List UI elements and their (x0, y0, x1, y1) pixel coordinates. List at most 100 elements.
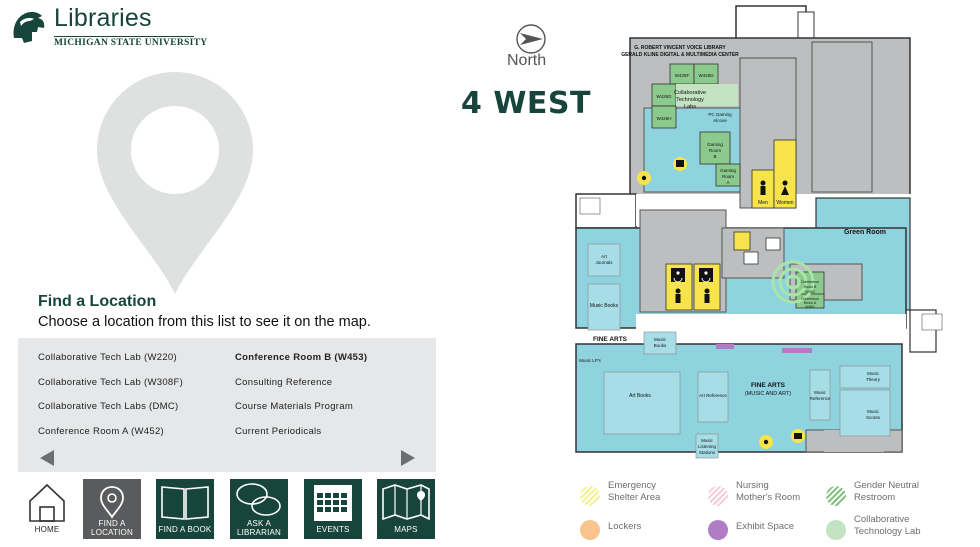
legend-label-line2: Shelter Area (608, 492, 661, 503)
find-a-book-button[interactable]: FIND A BOOK (156, 479, 214, 539)
university-name: MICHIGAN STATE UNIVERSITY (54, 38, 208, 48)
music-books-label: Music Books (590, 303, 619, 309)
spartan-helmet-icon (13, 12, 45, 43)
music-theory-2: Theory (866, 377, 881, 382)
conf-b-2: Room B (804, 285, 817, 289)
ask-a-librarian-label: ASK A LIBRARIAN (236, 519, 282, 537)
fine-arts-music-2: (MUSIC AND ART) (745, 391, 792, 397)
gaming-b-2: Room (709, 148, 721, 153)
folded-map-icon (377, 479, 435, 539)
next-page-arrow-icon[interactable] (401, 450, 415, 466)
find-location-label: FIND A LOCATION (91, 519, 133, 537)
gaming-a-1: Gaming (720, 168, 736, 173)
floor-map[interactable]: G. ROBERT VINCENT VOICE LIBRARY GERALD K… (540, 2, 970, 472)
men-label: Men (758, 200, 768, 206)
location-pin-icon (97, 72, 253, 294)
location-item[interactable]: Course Materials Program (235, 401, 354, 412)
ctl-label-3: Labs (684, 104, 696, 110)
art-journals-1: Art (601, 254, 608, 259)
north-compass-icon (516, 24, 546, 54)
map-header-line1: G. ROBERT VINCENT VOICE LIBRARY (634, 45, 726, 51)
fine-arts-label: FINE ARTS (593, 336, 628, 343)
home-icon (29, 483, 65, 522)
music-reference-2: Reference (810, 396, 831, 401)
previous-page-arrow-icon[interactable] (40, 450, 54, 466)
location-item[interactable]: Collaborative Tech Lab (W308F) (38, 377, 184, 388)
listening-3: Stations (699, 450, 716, 455)
location-item[interactable]: Consulting Reference (235, 377, 333, 388)
collab-tech-lab-swatch-icon (826, 520, 846, 540)
location-item-selected[interactable]: Conference Room B (W453) (235, 352, 368, 363)
maps-label: MAPS (394, 525, 418, 534)
legend-label-line1: Gender Neutral (854, 480, 919, 491)
gaming-b-3: B (713, 154, 716, 159)
conf-b-1: Conference (801, 280, 819, 284)
north-label: North (507, 52, 547, 69)
music-lps-label: Music LP's (579, 358, 601, 363)
logo-divider (54, 36, 194, 37)
gender-neutral-swatch-icon (826, 486, 846, 506)
home-button[interactable]: HOME (18, 479, 76, 539)
gaming-b-1: Gaming (707, 142, 723, 147)
exhibit-space-swatch-icon (708, 520, 728, 540)
green-room-label: Green Room (844, 229, 886, 236)
legend-label-line1: Collaborative (854, 514, 910, 525)
legend-label: Exhibit Space (736, 521, 795, 532)
music-theory-1: Music (867, 371, 880, 376)
conf-b-3: W453 (805, 290, 814, 294)
find-location-pin-icon (83, 479, 141, 539)
find-a-book-label: FIND A BOOK (158, 525, 212, 534)
find-location-button[interactable]: FIND A LOCATION (83, 479, 141, 539)
conf-a-1: Conference (801, 297, 819, 301)
art-reference-label: Art Reference (699, 393, 727, 398)
location-item[interactable]: Collaborative Tech Lab (W220) (38, 352, 177, 363)
music-scores-2: Scores (866, 415, 881, 420)
art-journals-2: Journals (595, 260, 613, 265)
music-reference-1: Music (814, 390, 827, 395)
pc-gaming-1: PC Gaming (708, 112, 732, 117)
room-w426g: W426G (656, 94, 672, 99)
gaming-a-2: Room (722, 174, 734, 179)
fine-arts-music-1: FINE ARTS (751, 382, 786, 389)
legend-label-line1: Emergency (608, 480, 657, 491)
legend-label-line1: Nursing (736, 480, 769, 491)
legend-label-line2: Technology Lab (854, 526, 921, 537)
art-books-label: Art Books (629, 393, 651, 399)
ctl-label-1: Collaborative (674, 90, 706, 96)
room-w426h: W426H (656, 116, 671, 121)
map-header-line2: GERALD KLINE DIGITAL & MULTIMEDIA CENTER (621, 52, 739, 58)
chat-bubbles-icon (230, 479, 288, 539)
room-w426f: W426F (675, 73, 690, 78)
listening-1: Music (701, 438, 714, 443)
ask-a-librarian-button[interactable]: ASK A LIBRARIAN (230, 479, 288, 539)
music-books-small-1: Music (654, 337, 667, 342)
women-label: Women (776, 200, 793, 206)
location-item[interactable]: Conference Room A (W452) (38, 426, 165, 437)
conf-a-2: Room A (804, 301, 817, 305)
location-list: Collaborative Tech Lab (W220) Collaborat… (18, 338, 436, 472)
lockers-swatch-icon (580, 520, 600, 540)
legend-label-line2: Mother's Room (736, 492, 801, 503)
library-title: Libraries (54, 4, 152, 32)
book-icon (156, 479, 214, 539)
room-w426d: W426D (698, 73, 714, 78)
msu-libraries-logo[interactable]: Libraries MICHIGAN STATE UNIVERSITY (8, 4, 208, 48)
maps-button[interactable]: MAPS (377, 479, 435, 539)
home-label: HOME (34, 525, 60, 534)
find-location-instructions: Choose a location from this list to see … (38, 314, 371, 330)
calendar-icon (304, 479, 362, 539)
listening-2: Listening (698, 444, 717, 449)
location-item[interactable]: Collaborative Tech Labs (DMC) (38, 401, 179, 412)
events-label: EVENTS (316, 525, 350, 534)
legend-label-line2: Restroom (854, 492, 896, 503)
music-scores-1: Music (867, 409, 880, 414)
location-item[interactable]: Current Periodicals (235, 426, 322, 437)
conf-a-3: W452 (805, 305, 814, 309)
pc-gaming-2: Alcove (713, 118, 727, 123)
emergency-shelter-swatch-icon (580, 486, 600, 506)
floor-title: 4 WEST (461, 86, 591, 121)
legend-label: Lockers (608, 521, 642, 532)
events-button[interactable]: EVENTS (304, 479, 362, 539)
music-books-small-2: Books (654, 343, 667, 348)
nursing-room-swatch-icon (708, 486, 728, 506)
